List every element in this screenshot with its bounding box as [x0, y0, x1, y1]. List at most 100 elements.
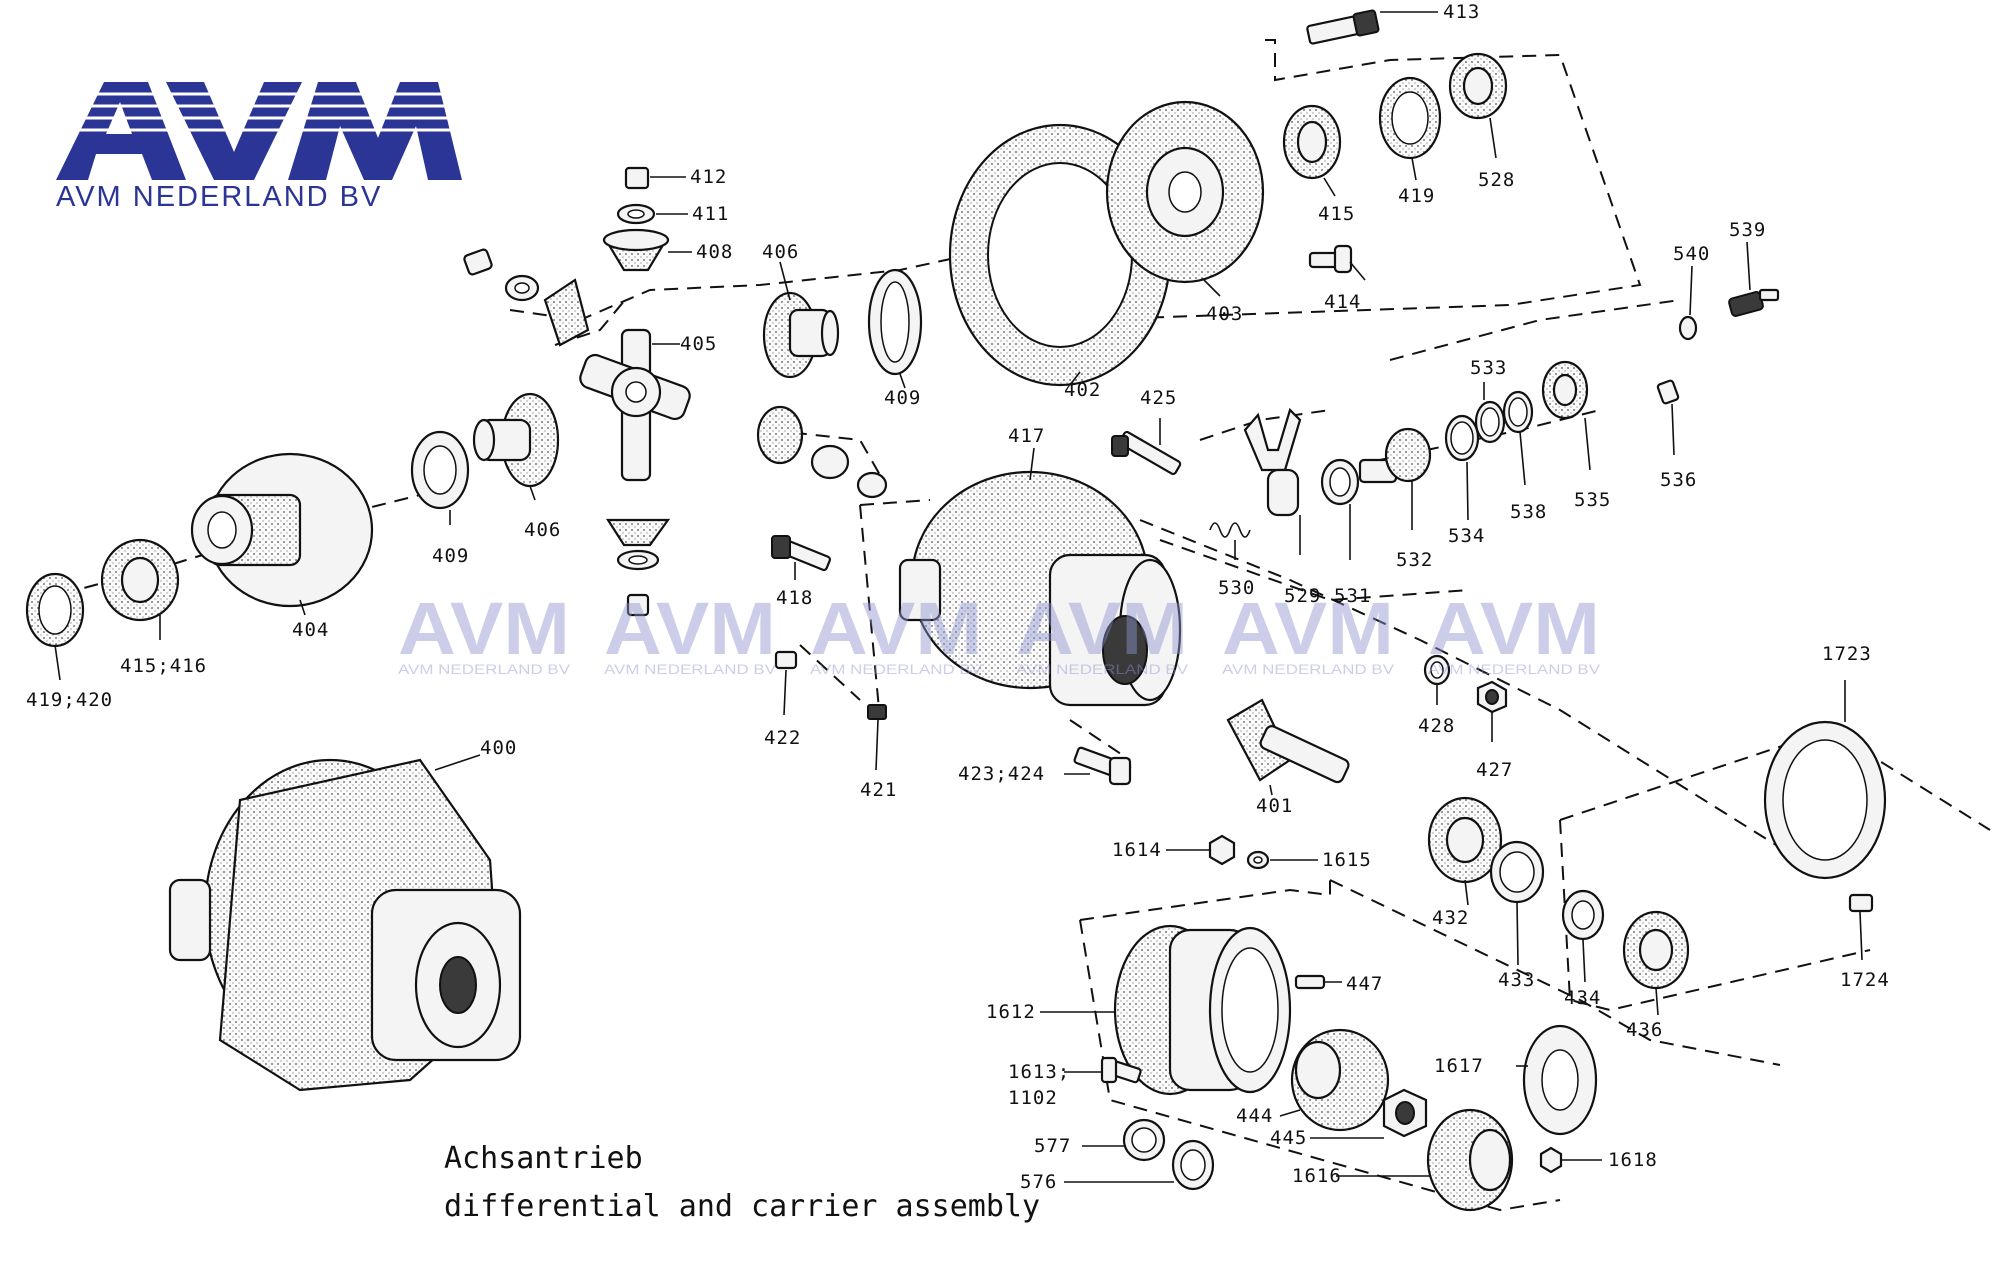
label-427: 427	[1476, 759, 1513, 781]
label-538: 538	[1510, 501, 1547, 523]
watermark-mark: AVM	[604, 587, 776, 670]
part-402-ring-gear	[948, 123, 1172, 387]
part-540-ring	[1678, 315, 1698, 341]
part-418-bolt	[771, 535, 831, 572]
label-535: 535	[1574, 489, 1611, 511]
label-1615: 1615	[1322, 849, 1372, 871]
label-1613: 1613;	[1008, 1061, 1070, 1083]
label-577: 577	[1034, 1135, 1071, 1157]
part-pinion-right	[756, 405, 888, 499]
watermark-subtitle: AVM NEDERLAND BV	[398, 661, 571, 677]
part-400-assembled-unit	[168, 758, 522, 1092]
part-413-bolt	[1306, 9, 1380, 45]
part-406-side-gear-lower	[472, 392, 560, 488]
part-404-differential-case	[190, 452, 374, 608]
watermark-subtitle: AVM NEDERLAND BV	[1016, 661, 1189, 677]
caption-subtitle: differential and carrier assembly	[444, 1189, 1040, 1224]
label-422: 422	[764, 727, 801, 749]
watermark-subtitle: AVM NEDERLAND BV	[1428, 661, 1601, 677]
label-423-424: 423;424	[958, 763, 1045, 785]
watermark-subtitle: AVM NEDERLAND BV	[1222, 661, 1395, 677]
part-419-420-bearing-race	[25, 572, 85, 648]
label-445: 445	[1270, 1127, 1307, 1149]
part-422-bolt	[774, 650, 798, 670]
part-408-bevel-gear	[602, 228, 670, 272]
part-1612-cover	[1113, 924, 1292, 1096]
part-427-nut	[1476, 680, 1508, 714]
part-425-bolt	[1111, 430, 1182, 476]
part-539-sensor	[1728, 288, 1780, 317]
label-532: 532	[1396, 549, 1433, 571]
label-404: 404	[292, 619, 329, 641]
avm-logo-mark	[56, 82, 462, 180]
part-434-ring	[1561, 889, 1605, 941]
label-436: 436	[1626, 1019, 1663, 1041]
label-1102: 1102	[1008, 1087, 1058, 1109]
label-406-upper: 406	[762, 241, 799, 263]
part-423-424-bolt	[1073, 746, 1132, 786]
label-433: 433	[1498, 969, 1535, 991]
avm-logo: AVM NEDERLAND BV	[56, 82, 462, 213]
watermark-mark: AVM	[1428, 587, 1600, 670]
part-small-block	[463, 248, 590, 347]
label-402: 402	[1064, 379, 1101, 401]
part-411-washer	[616, 203, 656, 225]
label-408: 408	[696, 241, 733, 263]
label-1724: 1724	[1840, 969, 1890, 991]
label-540: 540	[1673, 243, 1710, 265]
label-434: 434	[1564, 987, 1601, 1009]
label-425: 425	[1140, 387, 1177, 409]
part-532-shift-sleeve	[1358, 427, 1432, 484]
watermark-mark: AVM	[1222, 587, 1394, 670]
label-401: 401	[1256, 795, 1293, 817]
part-406-side-gear-upper	[762, 291, 840, 379]
label-400: 400	[480, 737, 517, 759]
label-414: 414	[1324, 291, 1361, 313]
label-447: 447	[1346, 973, 1383, 995]
watermark-subtitle: AVM NEDERLAND BV	[604, 661, 777, 677]
part-445-nut	[1382, 1088, 1428, 1138]
label-418: 418	[776, 587, 813, 609]
part-419-bearing-race-upper	[1378, 76, 1442, 160]
label-428: 428	[1418, 715, 1455, 737]
part-1613-1102-bolt	[1100, 1056, 1142, 1084]
part-432-bearing	[1427, 796, 1503, 884]
label-536: 536	[1660, 469, 1697, 491]
label-419-upper: 419	[1398, 185, 1435, 207]
label-417: 417	[1008, 425, 1045, 447]
part-415-bearing-upper	[1282, 104, 1342, 180]
label-534: 534	[1448, 525, 1485, 547]
label-1617: 1617	[1434, 1055, 1484, 1077]
watermark-subtitle: AVM NEDERLAND BV	[810, 661, 983, 677]
part-1615-washer	[1246, 850, 1270, 870]
part-409-thrust-washer-upper	[867, 268, 923, 376]
caption-title: Achsantrieb	[444, 1141, 643, 1176]
label-415-upper: 415	[1318, 203, 1355, 225]
part-577-clip	[1122, 1118, 1166, 1162]
part-1617-plate	[1522, 1024, 1598, 1136]
label-539: 539	[1729, 219, 1766, 241]
label-419-420: 419;420	[26, 689, 113, 711]
part-535-cap	[1541, 360, 1589, 420]
label-1612: 1612	[986, 1001, 1036, 1023]
label-412: 412	[690, 166, 727, 188]
part-433-spacer	[1489, 840, 1545, 904]
label-409-lower: 409	[432, 545, 469, 567]
part-405-spider-cross	[579, 328, 691, 482]
label-1618: 1618	[1608, 1149, 1658, 1171]
part-415-416-bearing	[100, 538, 180, 622]
caption: Achsantrieb differential and carrier ass…	[444, 1141, 1040, 1224]
label-421: 421	[860, 779, 897, 801]
label-1614: 1614	[1112, 839, 1162, 861]
part-409-thrust-washer-lower	[410, 430, 470, 510]
label-1723: 1723	[1822, 643, 1872, 665]
label-432: 432	[1432, 907, 1469, 929]
part-528-bearing-cup	[1448, 52, 1508, 120]
label-409-upper: 409	[884, 387, 921, 409]
